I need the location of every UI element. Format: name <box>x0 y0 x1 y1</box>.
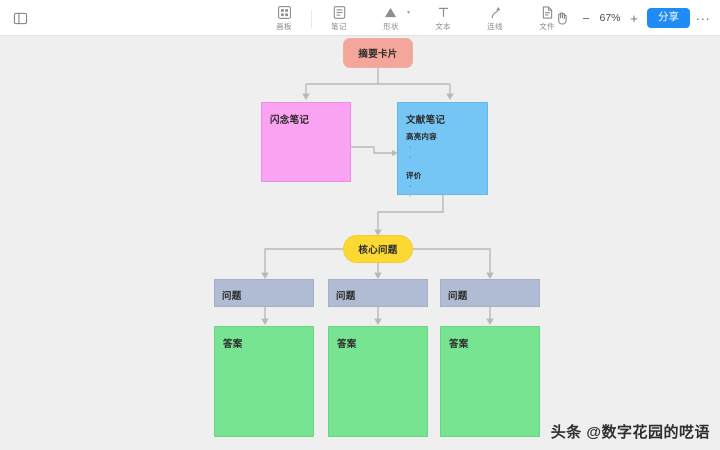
zoom-control: − 67% + <box>577 8 643 28</box>
sidebar-panel-glyph <box>13 12 27 24</box>
node-answer-2[interactable]: 答案 <box>328 326 428 437</box>
node-literature-note-label: 文献笔记 <box>406 115 446 126</box>
top-toolbar: 画板 笔记 <box>0 0 720 36</box>
node-answer-3[interactable]: 答案 <box>440 326 540 437</box>
toolbar-right-cluster: − 67% + 分享 ··· <box>549 5 712 31</box>
zoom-out-button[interactable]: − <box>582 10 590 26</box>
lit-spacer <box>406 162 487 167</box>
tool-file[interactable]: 文件 <box>521 2 573 35</box>
toolbar-divider <box>311 10 312 28</box>
node-core-question[interactable]: 核心问题 <box>343 235 413 263</box>
node-question-1[interactable]: 问题 <box>214 279 314 307</box>
node-flash-note-label: 闪念笔记 <box>270 115 310 126</box>
tool-text-label: 文本 <box>435 22 451 31</box>
diagram-canvas[interactable]: 摘要卡片 闪念笔记 文献笔记 高亮内容 · · 评价 · · 核心问题 问题 问… <box>0 36 720 450</box>
lit-section-1-bullet-2: · <box>409 154 412 161</box>
file-document-icon <box>541 5 554 20</box>
node-answer-1-label: 答案 <box>223 339 243 350</box>
tool-board-label: 画板 <box>276 22 292 31</box>
text-t-icon <box>437 5 450 20</box>
more-options-button[interactable]: ··· <box>695 10 711 26</box>
triangle-shape-icon <box>384 5 398 20</box>
tool-connector-label: 连线 <box>487 22 503 31</box>
node-answer-2-label: 答案 <box>337 339 357 350</box>
connector-arrow-icon <box>489 5 502 20</box>
lit-section-2-bullet-2: · <box>409 193 412 200</box>
tool-note[interactable]: 笔记 <box>313 2 365 35</box>
node-question-2-label: 问题 <box>336 291 356 302</box>
watermark-text: 头条 @数字花园的呓语 <box>550 424 710 441</box>
node-question-3-label: 问题 <box>448 291 468 302</box>
tool-shape[interactable]: ▾ 形状 <box>365 2 417 35</box>
node-flash-note[interactable]: 闪念笔记 <box>261 102 351 182</box>
share-button[interactable]: 分享 <box>647 8 690 28</box>
lit-section-heading-2: 评价 <box>406 171 422 180</box>
lit-section-1-bullet-1: · <box>409 144 412 151</box>
tool-board[interactable]: 画板 <box>258 2 310 35</box>
chevron-down-icon[interactable]: ▾ <box>406 10 410 16</box>
node-question-1-label: 问题 <box>222 291 242 302</box>
tool-text[interactable]: 文本 <box>417 2 469 35</box>
tool-connector[interactable]: 连线 <box>469 2 521 35</box>
sidebar-panel-icon[interactable] <box>10 8 30 28</box>
node-question-3[interactable]: 问题 <box>440 279 540 307</box>
node-summary-card-label: 摘要卡片 <box>358 49 398 60</box>
node-literature-note[interactable]: 文献笔记 高亮内容 · · 评价 · · <box>397 102 488 200</box>
node-question-2[interactable]: 问题 <box>328 279 428 307</box>
node-core-question-label: 核心问题 <box>358 245 398 256</box>
tool-shape-label: 形状 <box>383 22 399 31</box>
node-answer-3-label: 答案 <box>449 339 469 350</box>
lit-section-2-bullet-1: · <box>409 183 412 190</box>
tool-note-label: 笔记 <box>331 22 347 31</box>
node-answer-1[interactable]: 答案 <box>214 326 314 437</box>
node-summary-card[interactable]: 摘要卡片 <box>343 38 413 68</box>
note-lines-icon <box>333 5 346 20</box>
tool-file-label: 文件 <box>539 22 555 31</box>
toolbar-tool-group: 画板 笔记 <box>258 2 573 36</box>
grid-board-icon <box>277 5 291 20</box>
hand-pan-icon[interactable] <box>549 7 573 29</box>
lit-section-heading-1: 高亮内容 <box>406 132 437 141</box>
zoom-in-button[interactable]: + <box>630 10 638 26</box>
zoom-level-value[interactable]: 67% <box>599 12 621 24</box>
